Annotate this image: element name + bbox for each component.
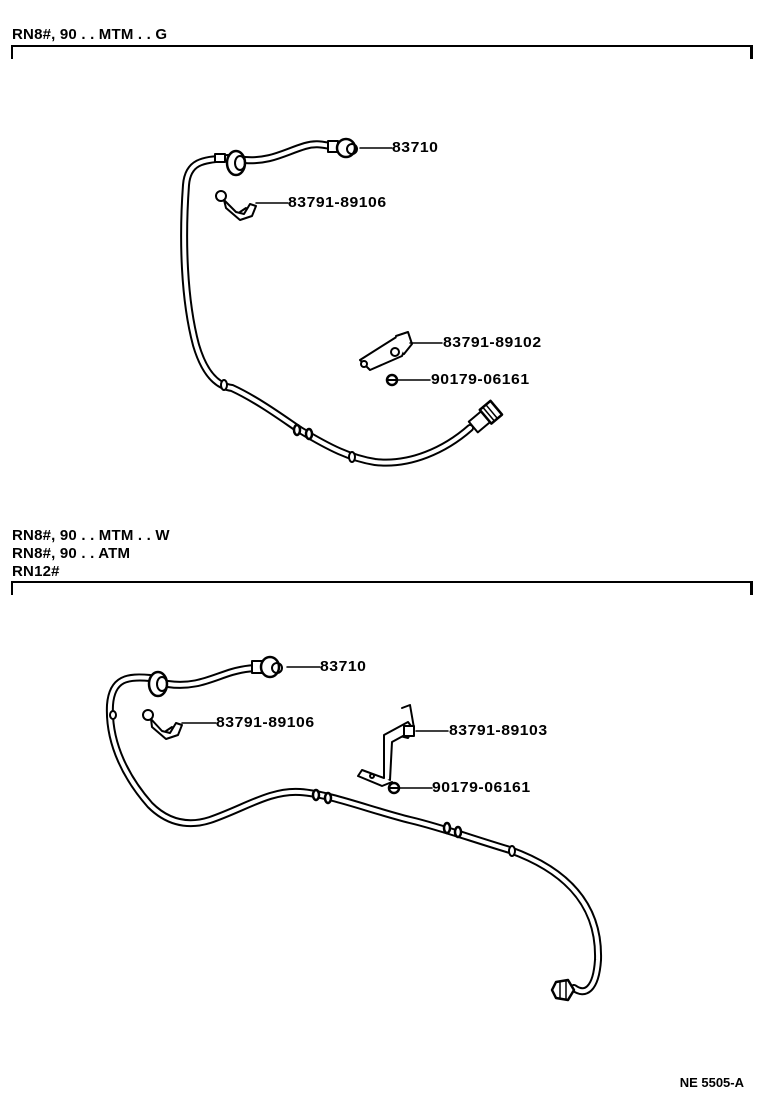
nut-90179-06161-2: [387, 781, 401, 795]
bracket-83791-89106-1: [215, 190, 257, 221]
part-label-83710-s1: 83710: [392, 139, 439, 156]
part-label-83710-s2: 83710: [320, 658, 367, 675]
speedometer-cable-2: [105, 655, 603, 1002]
section-2-bracket-line: [11, 581, 753, 595]
nut-90179-06161-1: [385, 373, 399, 387]
bracket-83791-89106-2: [142, 709, 183, 740]
part-label-90179-06161-s2: 90179-06161: [432, 779, 531, 796]
part-label-83791-89106-s2: 83791-89106: [216, 714, 315, 731]
part-label-83791-89102: 83791-89102: [443, 334, 542, 351]
section-1-applicability: RN8#, 90 . . MTM . . G: [12, 26, 168, 43]
section-2-applicability-3: RN12#: [12, 563, 60, 580]
part-label-83791-89103: 83791-89103: [449, 722, 548, 739]
clamp-83791-89102: [359, 331, 413, 371]
section-2-applicability-2: RN8#, 90 . . ATM: [12, 545, 131, 562]
section-1-bracket-line: [11, 45, 753, 59]
speedometer-cable-1: [180, 137, 504, 467]
part-label-83791-89106-s1: 83791-89106: [288, 194, 387, 211]
section-2-applicability-1: RN8#, 90 . . MTM . . W: [12, 527, 170, 544]
part-label-90179-06161-s1: 90179-06161: [431, 371, 530, 388]
illustration-reference-code: NE 5505-A: [679, 1075, 744, 1090]
bracket-83791-89103: [357, 704, 415, 787]
